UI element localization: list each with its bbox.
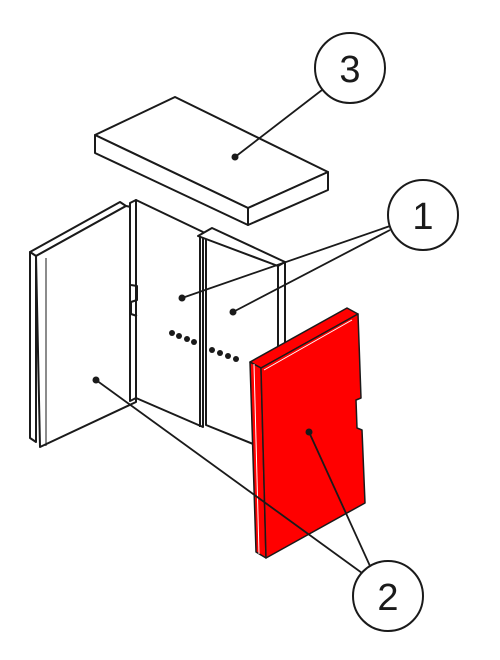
air-holes bbox=[169, 330, 239, 362]
left-side-panel bbox=[29, 201, 137, 448]
leader-lines bbox=[95, 89, 391, 574]
left-side-panel-thickness bbox=[29, 251, 37, 443]
callout-3-label: 3 bbox=[339, 49, 360, 91]
callout-1: 1 bbox=[387, 179, 459, 251]
top-plate bbox=[94, 96, 329, 226]
callout-2-label: 2 bbox=[377, 577, 398, 619]
callout-2: 2 bbox=[352, 560, 424, 632]
leader-dots bbox=[92, 153, 313, 436]
callout-1-label: 1 bbox=[412, 196, 433, 238]
callout-3: 3 bbox=[314, 32, 386, 104]
top-plate-side-face bbox=[247, 171, 329, 226]
back-panel-left bbox=[135, 199, 204, 428]
